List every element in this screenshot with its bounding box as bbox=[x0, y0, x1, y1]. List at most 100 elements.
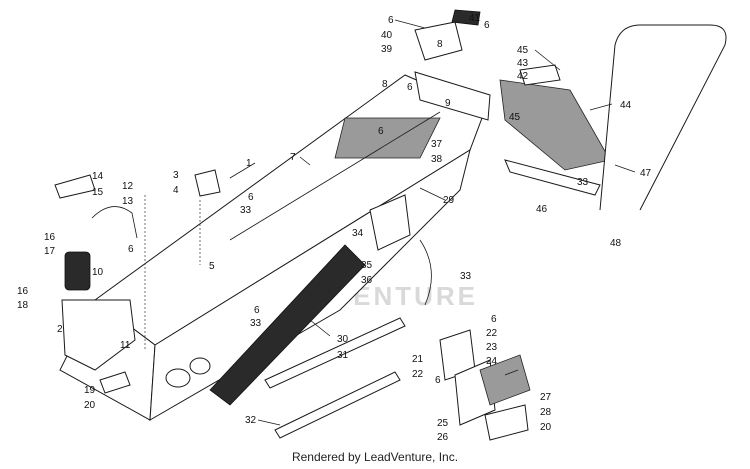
callout-8: 8 bbox=[437, 39, 443, 50]
callout-18: 18 bbox=[17, 300, 29, 311]
render-credit-caption: Rendered by LeadVenture, Inc. bbox=[291, 450, 459, 464]
callout-6: 6 bbox=[254, 305, 260, 316]
leader-7 bbox=[299, 156, 311, 166]
bracket-3 bbox=[194, 169, 221, 197]
leader-24 bbox=[504, 369, 519, 376]
callout-6: 6 bbox=[378, 126, 384, 137]
rear-strap-36 bbox=[419, 239, 432, 306]
callout-10: 10 bbox=[92, 267, 104, 278]
reflector-42 bbox=[519, 64, 561, 86]
callout-31: 31 bbox=[337, 350, 349, 361]
callout-33: 33 bbox=[250, 318, 262, 329]
callout-37: 37 bbox=[431, 139, 443, 150]
callout-16: 16 bbox=[17, 286, 29, 297]
callout-29: 29 bbox=[443, 195, 455, 206]
callout-6: 6 bbox=[248, 192, 254, 203]
callout-8: 8 bbox=[382, 79, 388, 90]
callout-40: 40 bbox=[381, 30, 393, 41]
callout-42: 42 bbox=[517, 71, 529, 82]
callout-21: 21 bbox=[412, 354, 424, 365]
front-components bbox=[54, 169, 221, 394]
leader-6-top bbox=[394, 19, 426, 29]
steering-support-tube bbox=[91, 206, 138, 239]
callout-12: 12 bbox=[122, 181, 134, 192]
callout-24: 24 bbox=[486, 356, 498, 367]
mount-plate-35 bbox=[369, 194, 411, 251]
callout-39: 39 bbox=[381, 44, 393, 55]
foot-pad-28 bbox=[484, 404, 529, 441]
callout-14: 14 bbox=[92, 171, 104, 182]
callout-30: 30 bbox=[337, 334, 349, 345]
callout-45: 45 bbox=[517, 45, 529, 56]
leader-29 bbox=[419, 187, 446, 201]
callout-34: 34 bbox=[352, 228, 364, 239]
rear-bumper-loop-47 bbox=[599, 24, 727, 211]
callout-33: 33 bbox=[460, 271, 472, 282]
callout-25: 25 bbox=[437, 418, 449, 429]
callout-46: 46 bbox=[536, 204, 548, 215]
callout-6: 6 bbox=[128, 244, 134, 255]
callout-7: 7 bbox=[290, 152, 296, 163]
callout-28: 28 bbox=[540, 407, 552, 418]
leader-32 bbox=[257, 419, 281, 426]
callout-43: 43 bbox=[517, 58, 529, 69]
callout-15: 15 bbox=[92, 187, 104, 198]
callout-1: 1 bbox=[246, 158, 252, 169]
tunnel-cooler-opening-front bbox=[165, 368, 191, 388]
rear-crossbar-9 bbox=[414, 71, 491, 121]
callout-35: 35 bbox=[361, 260, 373, 271]
air-intake-panel bbox=[64, 251, 91, 291]
callout-47: 47 bbox=[640, 168, 652, 179]
rear-bracket-39 bbox=[414, 21, 463, 61]
callout-9: 9 bbox=[445, 98, 451, 109]
lower-bar-32 bbox=[274, 371, 401, 439]
callout-22: 22 bbox=[486, 328, 498, 339]
callout-48: 48 bbox=[610, 238, 622, 249]
callout-labels: 1 2 3 4 5 6 6 6 6 6 6 6 6 6 7 8 8 9 10 1… bbox=[17, 13, 652, 443]
callout-19: 19 bbox=[84, 385, 96, 396]
callout-22: 22 bbox=[412, 369, 424, 380]
callout-4: 4 bbox=[173, 185, 179, 196]
leader-1 bbox=[229, 162, 256, 179]
callout-6: 6 bbox=[407, 82, 413, 93]
callout-36: 36 bbox=[361, 275, 373, 286]
running-board-grate bbox=[209, 244, 366, 406]
callout-45: 45 bbox=[509, 112, 521, 123]
callout-23: 23 bbox=[486, 342, 498, 353]
callout-26: 26 bbox=[437, 432, 449, 443]
leader-lines bbox=[229, 19, 636, 426]
leader-47 bbox=[614, 164, 636, 173]
leader-44 bbox=[589, 103, 613, 111]
callout-3: 3 bbox=[173, 170, 179, 181]
callout-32: 32 bbox=[245, 415, 257, 426]
front-bracket-plate bbox=[61, 299, 136, 371]
side-vent-24 bbox=[479, 354, 531, 406]
callout-27: 27 bbox=[540, 392, 552, 403]
lower-rails bbox=[264, 317, 406, 439]
callout-17: 17 bbox=[44, 246, 56, 257]
callout-16: 16 bbox=[44, 232, 56, 243]
callout-11: 11 bbox=[120, 340, 131, 351]
foot-pad-19 bbox=[99, 371, 131, 394]
callout-20: 20 bbox=[84, 400, 96, 411]
leader-30 bbox=[309, 319, 331, 337]
tunnel-cooler-opening-rear bbox=[189, 357, 211, 375]
tail-cap-41 bbox=[451, 9, 481, 26]
callout-44: 44 bbox=[620, 100, 632, 111]
callout-6: 6 bbox=[484, 20, 490, 31]
callout-6: 6 bbox=[491, 314, 497, 325]
callout-2: 2 bbox=[57, 324, 63, 335]
leader-45 bbox=[534, 49, 561, 71]
callout-6: 6 bbox=[388, 15, 394, 26]
callout-38: 38 bbox=[431, 154, 443, 165]
callout-20: 20 bbox=[540, 422, 552, 433]
callout-5: 5 bbox=[209, 261, 215, 272]
cover-plate-14 bbox=[54, 174, 96, 199]
callout-13: 13 bbox=[122, 196, 134, 207]
callout-33: 33 bbox=[240, 205, 252, 216]
callout-41: 41 bbox=[469, 13, 481, 24]
rear-components bbox=[369, 9, 727, 306]
rear-bar-lower bbox=[504, 159, 601, 196]
side-shield-group bbox=[439, 329, 531, 441]
